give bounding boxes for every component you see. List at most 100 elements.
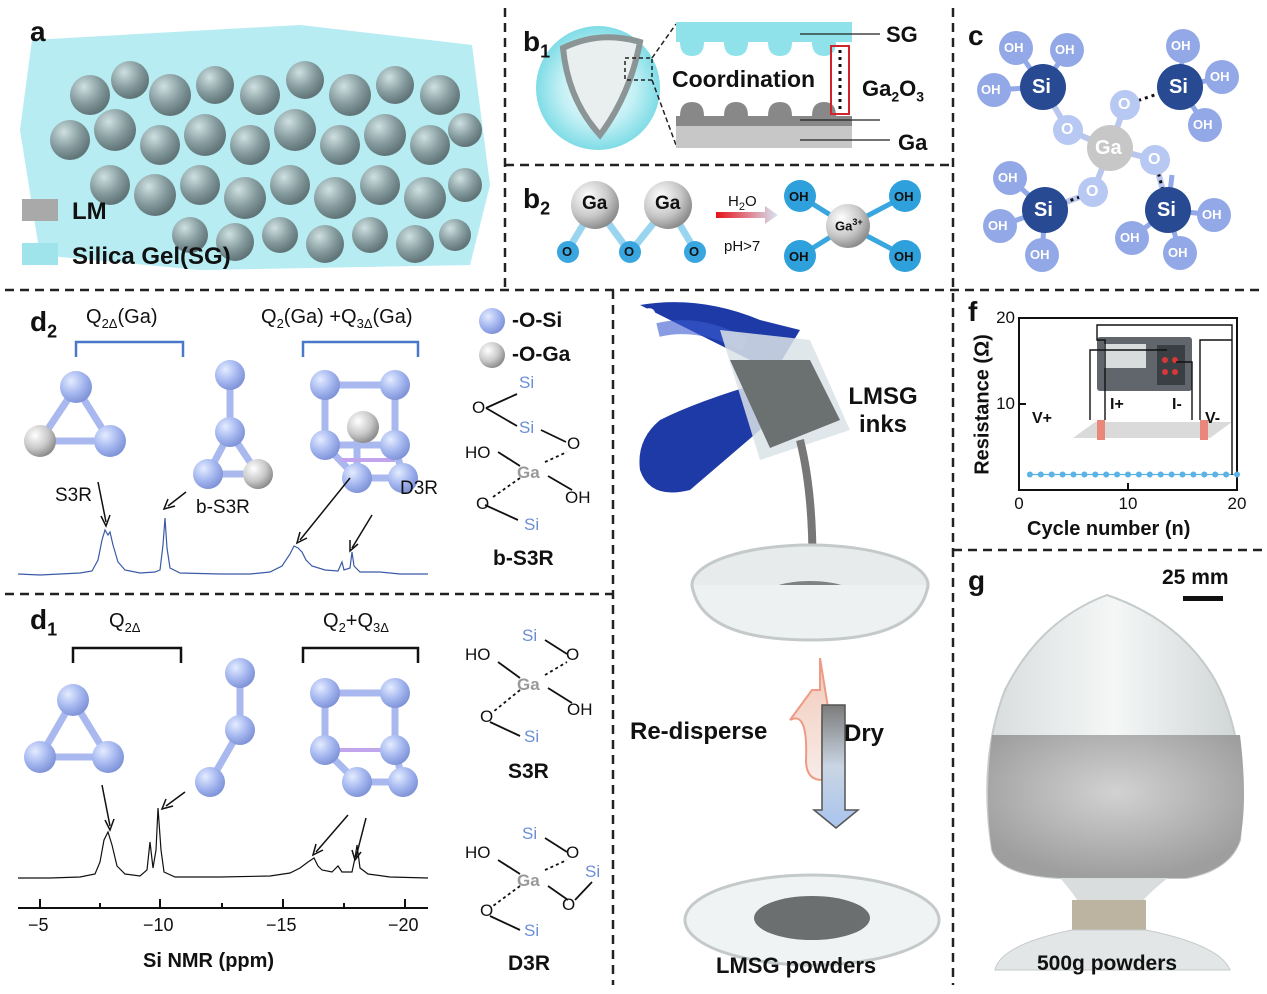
bs3r-o-1: O	[472, 398, 486, 417]
bs3r-oh: OH	[565, 488, 591, 507]
d2-group2-label: Q2(Ga) +Q3Δ(Ga)	[261, 306, 413, 331]
resistance-point	[1135, 471, 1142, 478]
s3r-si-bot: Si	[524, 727, 540, 746]
panel-label-b1: b1	[523, 26, 551, 62]
resistance-point	[1168, 471, 1175, 478]
ga-center: Ga	[1095, 137, 1122, 159]
panel-label-c: c	[968, 20, 984, 51]
multimeter-inset	[1073, 324, 1233, 475]
panel-label-d2: d2	[30, 306, 58, 342]
panel-dividers	[5, 8, 1262, 985]
d3r-si-top: Si	[522, 824, 538, 843]
s3r-o-1: O	[566, 645, 580, 664]
resistance-point	[1092, 471, 1099, 478]
d1-group1-label: Q2Δ	[109, 610, 141, 635]
o-bridge-3: O	[1148, 151, 1161, 168]
panel-label-a: a	[30, 16, 46, 47]
o-atom-2: O	[624, 244, 635, 259]
iplus-label: I+	[1110, 396, 1124, 413]
resistance-point	[1103, 471, 1110, 478]
resistance-point	[1179, 471, 1186, 478]
d3r-structure-bonds	[489, 837, 593, 931]
hydrolysis-schematic	[557, 180, 921, 272]
d2-ring-models	[24, 360, 418, 493]
o-atom-3: O	[689, 244, 700, 259]
d1-arrows	[101, 784, 367, 862]
ga2o3-label: Ga2O3	[862, 76, 925, 105]
resistance-point	[1037, 471, 1044, 478]
lmsg-powders-label: LMSG powders	[716, 953, 877, 978]
vminus-label: V-	[1205, 410, 1221, 427]
d1-group2-label: Q2+Q3Δ	[323, 610, 389, 635]
d2-arrows	[97, 477, 373, 553]
bs3r-o-3: O	[476, 494, 490, 513]
oh-c9: OH	[1030, 247, 1050, 262]
panel-label-e: e	[641, 298, 657, 329]
s3r-structure-bonds	[489, 639, 573, 737]
d2-nmr-spectrum	[17, 517, 428, 576]
legend-sg: Silica Gel(SG)	[72, 243, 231, 270]
x-tick-label: 20	[1227, 494, 1247, 513]
s3r-si-top: Si	[522, 626, 538, 645]
oh-c3: OH	[1055, 42, 1075, 57]
oh-c12: OH	[1120, 230, 1140, 245]
panel-label-f: f	[968, 296, 978, 327]
x-tick-label: 10	[1118, 494, 1138, 513]
s3r-o-2: O	[480, 707, 494, 726]
s3r-oh: OH	[567, 700, 593, 719]
resistance-point	[1026, 471, 1033, 478]
oh-2: OH	[894, 189, 914, 204]
bs3r-si-mid: Si	[519, 418, 535, 437]
resistance-point	[1201, 471, 1208, 478]
redisperse-label: Re-disperse	[630, 718, 768, 745]
dry-label: Dry	[844, 720, 885, 747]
s3r-label: S3R	[55, 485, 92, 506]
jar-photo	[986, 593, 1244, 971]
oh-c10: OH	[1202, 207, 1222, 222]
ga-atom-2: Ga	[655, 193, 681, 214]
d3r-label: D3R	[400, 478, 439, 499]
x-tick-label: 0	[1014, 494, 1024, 513]
oh-1: OH	[789, 189, 809, 204]
bs3r-ga: Ga	[517, 463, 540, 482]
o-bridge-4: O	[1086, 183, 1099, 200]
iminus-label: I-	[1172, 396, 1182, 413]
resistance-point	[1223, 471, 1230, 478]
d2-brackets	[74, 340, 420, 357]
s3r-ho: HO	[465, 645, 491, 664]
y-tick-label: 20	[996, 308, 1015, 327]
ink-pour-illustration	[639, 302, 941, 967]
resistance-point	[1070, 471, 1077, 478]
o-bridge-2: O	[1118, 96, 1131, 113]
si-atom-3: Si	[1034, 199, 1053, 221]
oh-c5: OH	[1210, 69, 1230, 84]
d1-brackets	[71, 646, 420, 663]
bs3r-si-top: Si	[519, 373, 535, 392]
d1-x-axis-label: Si NMR (ppm)	[143, 950, 275, 972]
scale-label: 25 mm	[1162, 566, 1229, 589]
legend-si-sphere	[479, 308, 505, 334]
tick-neg20: −20	[388, 915, 419, 935]
oh-c8: OH	[988, 218, 1008, 233]
resistance-point	[1114, 471, 1121, 478]
oh-c2: OH	[1004, 40, 1024, 55]
jar-caption: 500g powders	[1037, 952, 1178, 975]
s3r-caption: S3R	[508, 760, 549, 783]
oh-c1: OH	[981, 82, 1001, 97]
lm-swatch	[22, 199, 58, 221]
sg-label: SG	[886, 22, 918, 47]
oh-c7: OH	[998, 170, 1018, 185]
resistance-point	[1157, 471, 1164, 478]
d3r-ho: HO	[465, 843, 491, 862]
d1-ring-models	[24, 658, 418, 797]
oh-4: OH	[894, 249, 914, 264]
ga-label: Ga	[898, 130, 928, 155]
bs3r-label: b-S3R	[196, 497, 250, 518]
d3r-si-right: Si	[585, 862, 601, 881]
panel-label-d1: d1	[30, 604, 58, 640]
sg-swatch	[22, 243, 58, 265]
resistance-point	[1190, 471, 1197, 478]
d3r-ga: Ga	[517, 871, 540, 890]
f-x-axis-label: Cycle number (n)	[1027, 518, 1191, 540]
legend-o-ga: -O-Ga	[512, 343, 571, 366]
